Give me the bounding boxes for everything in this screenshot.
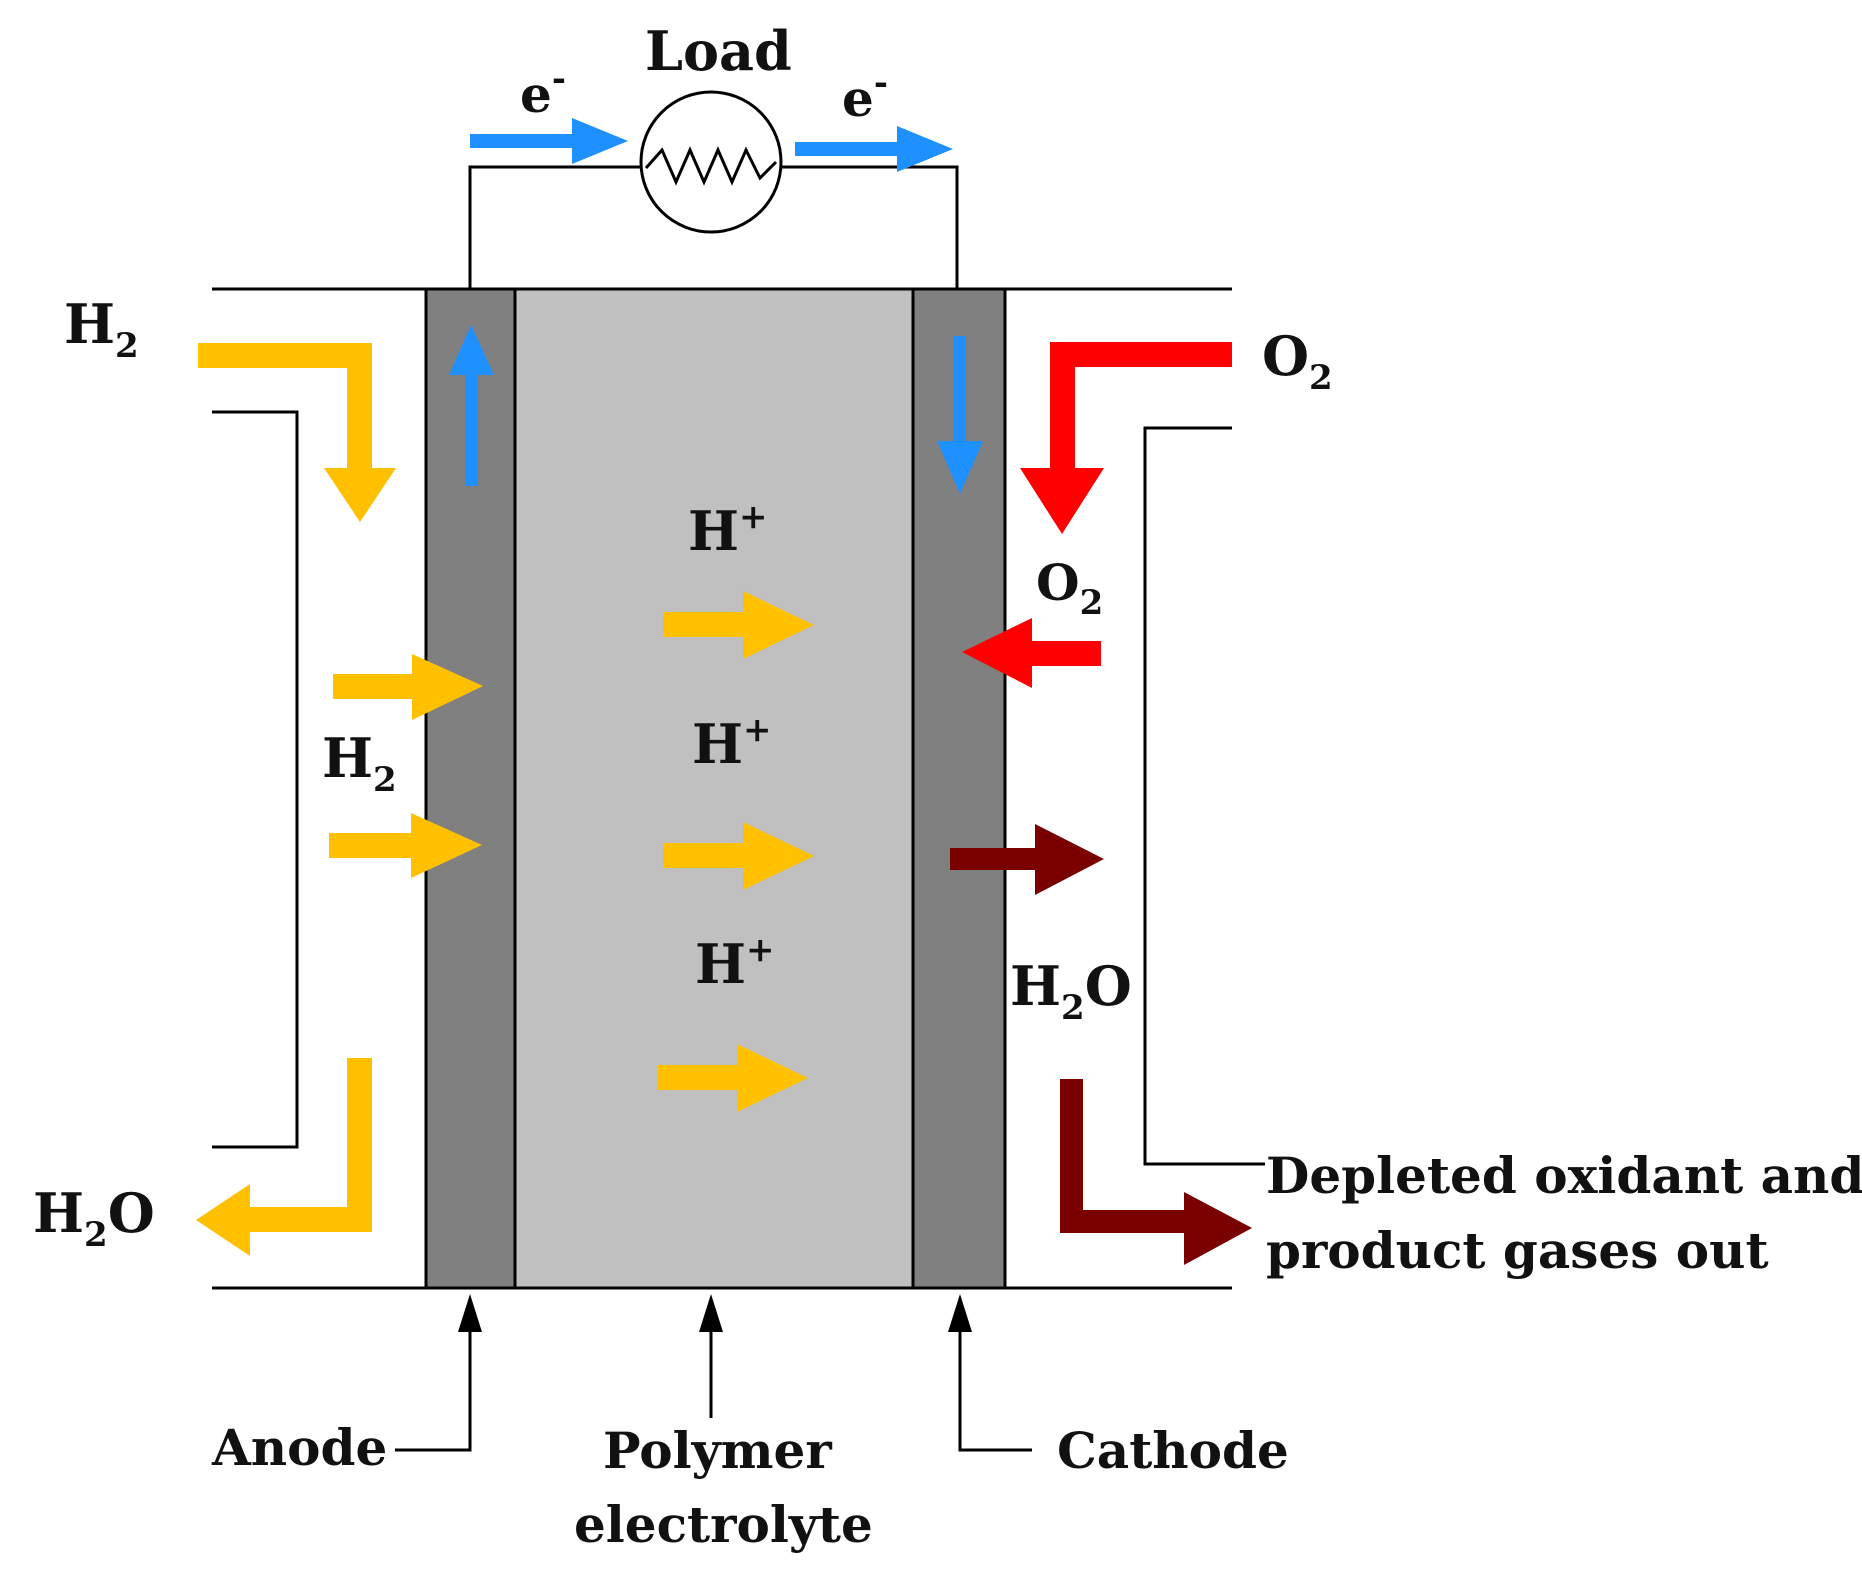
cathode-channel-wall — [1143, 426, 1265, 1166]
anode-label: Anode — [211, 1418, 387, 1477]
proton-label-3: H+ — [695, 930, 775, 996]
depleted-gases-label-line1: Depleted oxidant and — [1266, 1146, 1862, 1205]
anode-pointer — [395, 1294, 482, 1452]
cathode-layer — [911, 287, 1007, 1290]
polymer-electrolyte-label-line1: Polymer — [603, 1421, 832, 1480]
h2o-outlet-label-anode: H2O — [33, 1181, 155, 1255]
load-label: Load — [645, 19, 792, 83]
electrolyte-pointer — [699, 1294, 723, 1418]
polymer-electrolyte-label-line2: electrolyte — [574, 1495, 873, 1554]
proton-arrow-3 — [658, 1044, 808, 1112]
proton-label-1: H+ — [688, 497, 768, 563]
electron-arrow-right — [795, 126, 953, 172]
proton-arrow-1 — [663, 591, 814, 659]
electron-label-left: e- — [520, 59, 566, 124]
electrolyte-membrane — [513, 287, 915, 1290]
depleted-gases-label-line2: product gases out — [1266, 1221, 1769, 1280]
electron-arrow-left — [470, 118, 628, 164]
anode-channel-wall — [212, 410, 299, 1149]
h2o-outlet-arrow-anode — [196, 1058, 372, 1256]
electron-label-right: e- — [842, 63, 888, 128]
o2-inlet-label: O2 — [1262, 324, 1333, 398]
proton-arrow-2 — [663, 822, 814, 890]
cathode-pointer — [948, 1294, 1032, 1452]
h2-to-anode-arrow-2 — [329, 813, 482, 878]
h2-to-anode-arrow-1 — [333, 654, 483, 720]
h2o-from-cathode-arrow — [950, 824, 1104, 895]
external-circuit-wire — [468, 165, 642, 289]
resistor-zigzag — [644, 146, 778, 186]
electron-arrow-cathode-down — [937, 336, 983, 494]
h2-inlet-arrow — [198, 343, 396, 522]
proton-label-2: H+ — [692, 710, 772, 776]
external-circuit-wire-right — [780, 165, 959, 289]
h2-inlet-label: H2 — [64, 292, 139, 366]
h2o-outlet-arrow-cathode — [1060, 1079, 1252, 1265]
load-symbol — [639, 90, 783, 234]
o2-to-cathode-arrow — [962, 618, 1101, 688]
electron-arrow-anode-up — [449, 325, 494, 486]
h2o-cathode-label: H2O — [1010, 954, 1132, 1028]
o2-inlet-arrow — [1020, 342, 1232, 534]
h2-inner-label: H2 — [322, 726, 397, 800]
cathode-label: Cathode — [1057, 1421, 1289, 1480]
o2-inner-label: O2 — [1036, 553, 1103, 623]
